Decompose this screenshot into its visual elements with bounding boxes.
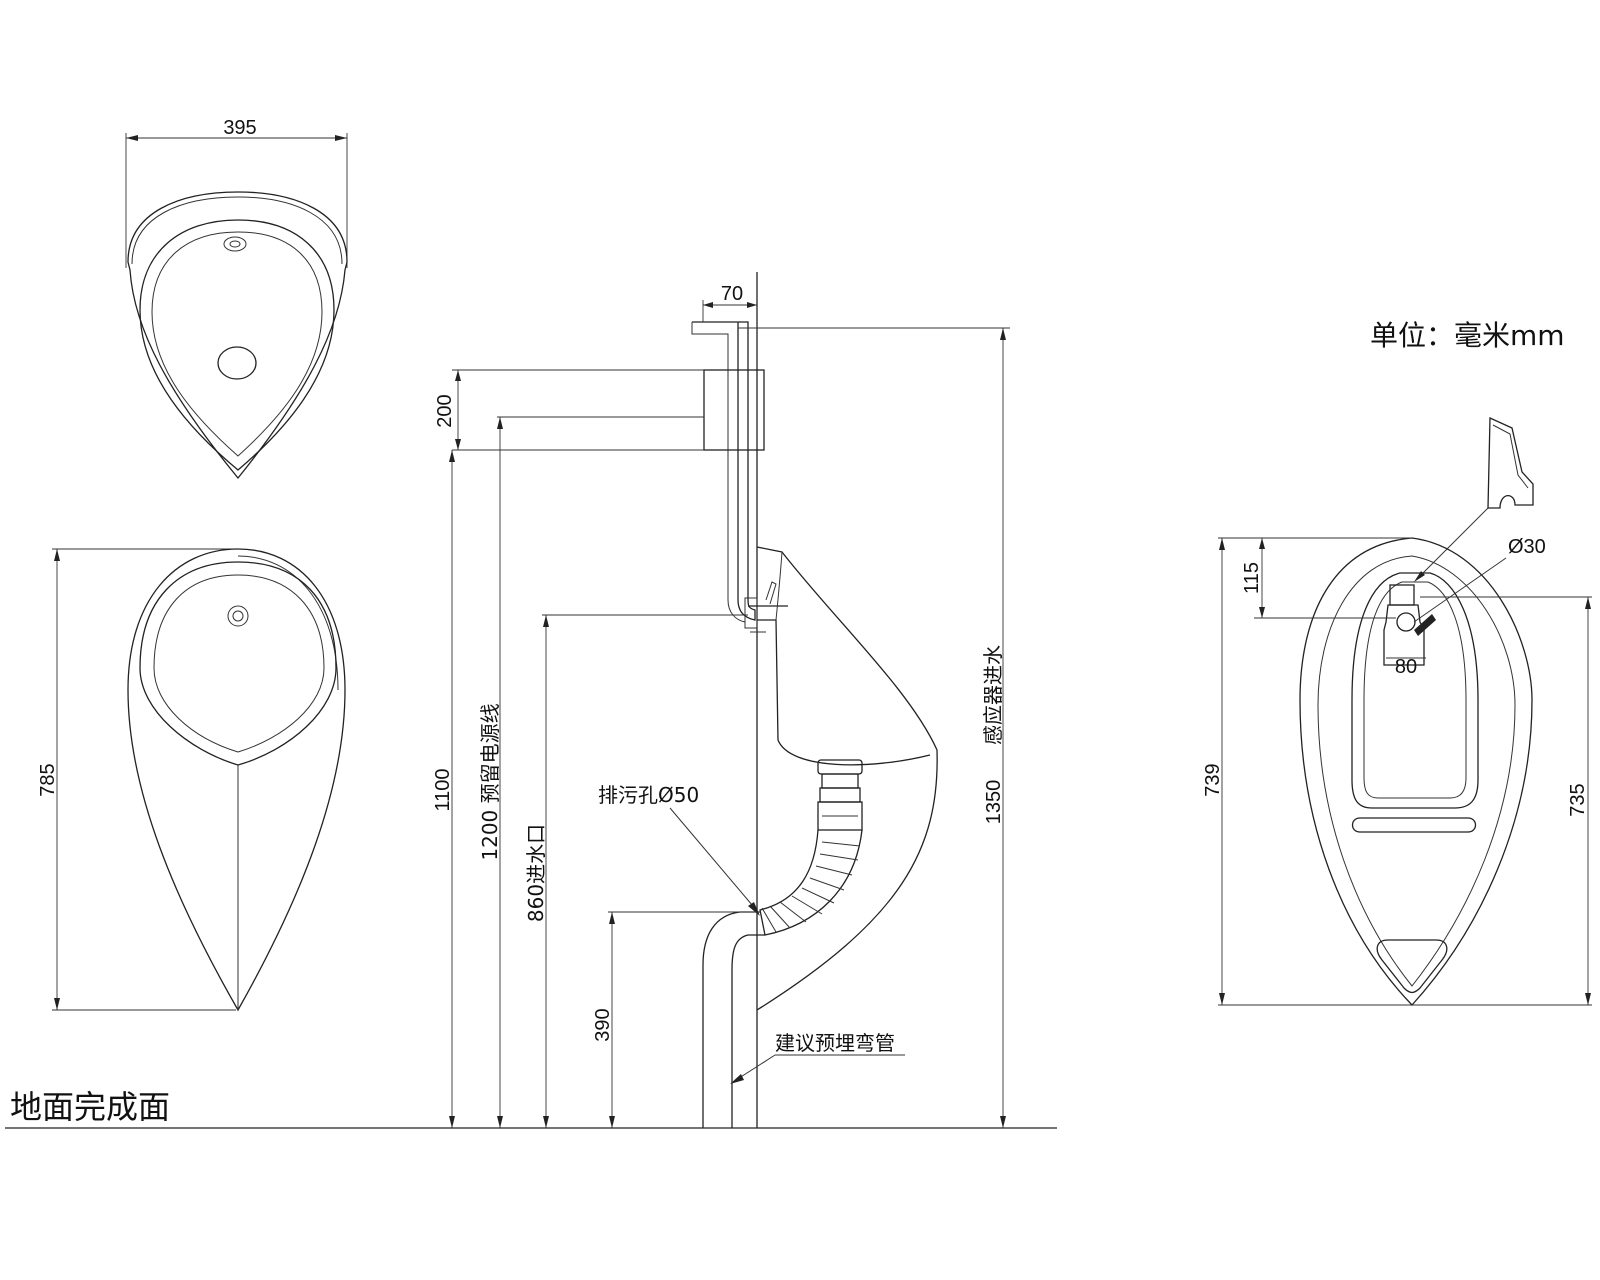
front-sprayer-icon	[227, 605, 249, 627]
dim-70: 70	[721, 283, 743, 305]
back-dim-739: 739	[1202, 763, 1224, 796]
back-triangle-slot	[1376, 939, 1448, 994]
side-view: 地面完成面 70	[5, 272, 1057, 1129]
inlet-hole-icon	[1396, 612, 1416, 632]
top-width-dim: 395	[223, 117, 256, 139]
dim-390: 390	[592, 1008, 614, 1041]
front-view: 785	[37, 548, 346, 1012]
dim-200: 200	[434, 394, 456, 427]
sensor-inlet-label: 感应器进水	[981, 645, 1005, 745]
wall-bracket	[1487, 417, 1534, 509]
back-dim-735: 735	[1567, 783, 1589, 816]
corrugated-hose	[759, 829, 863, 936]
power-line-label: 1200 预留电源线	[478, 703, 502, 860]
dim-1350: 1350	[983, 780, 1005, 825]
front-inner-bowl	[139, 561, 337, 766]
drain-icon	[217, 346, 257, 380]
dim-1100: 1100	[432, 768, 454, 811]
back-dim-80: 80	[1395, 656, 1417, 678]
side-body-outline	[756, 546, 938, 1011]
embedded-pipe-label: 建议预埋弯管	[775, 1031, 895, 1055]
top-outer-outline	[127, 191, 348, 480]
sprayer-icon	[223, 236, 247, 252]
supply-pipe	[692, 321, 756, 621]
back-lower-slot	[1351, 817, 1477, 833]
sensor-box	[703, 369, 765, 451]
floor-label: 地面完成面	[10, 1088, 170, 1126]
front-height-dim: 785	[37, 763, 59, 796]
back-inner-cutout	[1351, 572, 1479, 809]
back-view: Ø30 80 115 739 735	[1202, 417, 1592, 1006]
front-outer-outline	[127, 548, 346, 1012]
hanger-block	[1389, 584, 1415, 606]
valve-icon	[744, 597, 758, 629]
top-view: 395	[125, 117, 348, 480]
back-outer-outline	[1299, 537, 1533, 1006]
back-dim-115: 115	[1241, 562, 1263, 594]
unit-label: 单位：毫米mm	[1370, 319, 1565, 352]
water-inlet-label: 860进水口	[524, 824, 548, 922]
top-inner-bowl	[139, 219, 335, 471]
trap-cap	[817, 759, 863, 775]
back-dim-30: Ø30	[1508, 536, 1546, 558]
drain-hole-label: 排污孔Ø50	[598, 783, 699, 807]
